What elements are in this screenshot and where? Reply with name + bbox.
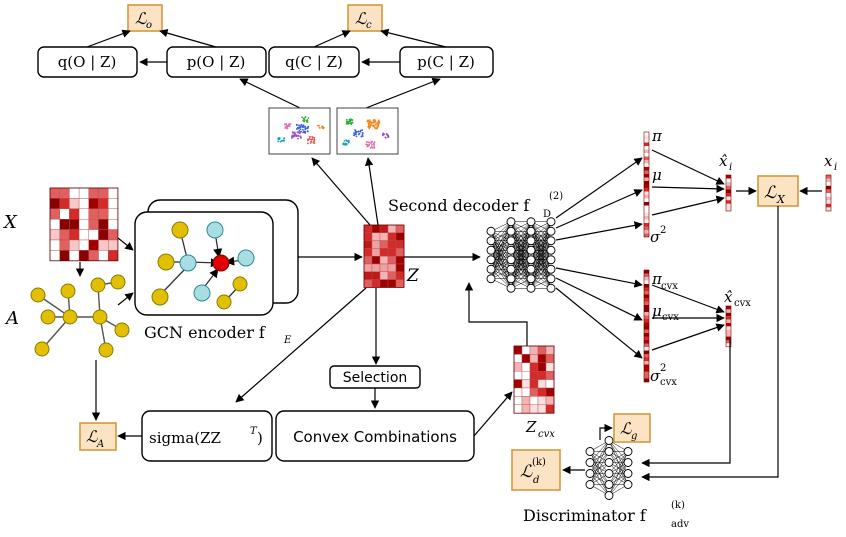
q-o-label: q(O | Z) (58, 53, 117, 71)
gcn-encoder-label: GCN encoder f (144, 323, 266, 342)
selection-label: Selection (343, 370, 408, 386)
sigma-sup: T (250, 426, 258, 437)
sigma2-cvx-label: σ (650, 367, 661, 385)
pi-label: π (651, 127, 663, 145)
arrow-z-plotR (364, 157, 379, 226)
label-x: X (2, 212, 18, 233)
loss-d-sup: (k) (532, 457, 546, 468)
label-zcvx-sub: cvx (538, 429, 555, 440)
sigma-close: ) (257, 429, 263, 447)
loss-d-box: ℒ d (k) (511, 449, 561, 491)
sigma2-cvx-sup: 2 (660, 363, 666, 374)
sigma-box: sigma(ZZ T ) (141, 410, 273, 462)
discriminator-network (585, 436, 633, 500)
p-o-box: p(O | Z) (166, 46, 267, 78)
convex-combinations-box: Convex Combinations (275, 410, 475, 462)
loss-c-box: ℒ c (347, 4, 383, 32)
loss-g-sub: g (631, 431, 637, 442)
loss-x-label: ℒ (764, 183, 777, 203)
sigma2-sup: 2 (660, 225, 666, 236)
mu-cvx-sub: cvx (662, 312, 679, 323)
arrow-embed-pc (365, 77, 441, 109)
discriminator-sup: (k) (671, 500, 685, 511)
embedding-plot-right (336, 107, 399, 155)
sigma2-cvx-sub: cvx (660, 377, 677, 388)
xi-sub: i (834, 162, 837, 173)
arrow-xcvx-discriminator (641, 340, 731, 468)
arrow-convex-zcvx (473, 391, 513, 437)
decoder-output-arrows (555, 157, 643, 359)
label-a: A (4, 308, 19, 329)
gcn-encoder: GCN encoder f E (134, 199, 299, 346)
latent-matrix-zcvx (513, 345, 555, 414)
output-bars (643, 131, 832, 383)
loss-g-label: ℒ (620, 419, 632, 438)
label-z: Z (406, 266, 420, 286)
arrow-z-sigma (235, 287, 367, 403)
embedding-plot-left (268, 107, 331, 155)
p-c-label: p(C | Z) (417, 53, 475, 71)
feature-matrix-x (49, 187, 119, 262)
convex-combinations-label: Convex Combinations (293, 428, 457, 446)
pi-cvx-sub: cvx (661, 281, 678, 292)
adjacency-graph-a (30, 274, 130, 358)
second-decoder-sub: D (543, 209, 551, 220)
gcn-encoder-sub: E (283, 335, 292, 346)
arrow-x-gcn (117, 237, 134, 251)
label-zcvx: Z (525, 418, 537, 436)
loss-o-box: ℒ o (127, 4, 163, 32)
arrow-qo-lo (86, 29, 131, 48)
xi-label: x (824, 152, 833, 170)
loss-o-sub: o (146, 20, 152, 31)
loss-d-label: ℒ (520, 462, 533, 482)
mu-label: μ (652, 166, 662, 184)
pi-cvx-label: π (651, 270, 663, 288)
loss-x-box: ℒ X (757, 175, 799, 207)
sigma-label: sigma(ZZ (149, 429, 221, 447)
latent-matrix-z (363, 224, 405, 288)
xhat-cvx-label: x̂ (724, 288, 733, 306)
sigma2-label: σ (650, 228, 661, 246)
loss-a-label: ℒ (86, 427, 98, 446)
second-decoder-network (486, 217, 556, 293)
mu-cvx-label: μ (652, 302, 662, 320)
loss-d-sub: d (533, 475, 539, 486)
q-c-label: q(C | Z) (285, 53, 343, 71)
xhat-label: x̂ (719, 152, 728, 170)
arrow-lx-discriminator (641, 206, 779, 482)
loss-c-label: ℒ (355, 9, 367, 28)
loss-x-sub: X (776, 193, 786, 206)
arrow-po-lo (159, 29, 217, 48)
discriminator-label: Discriminator f (523, 506, 647, 525)
loss-a-sub: A (96, 439, 104, 450)
loss-o-label: ℒ (135, 9, 147, 28)
arrow-pc-lc (380, 28, 447, 48)
q-o-box: q(O | Z) (37, 46, 138, 78)
p-o-label: p(O | Z) (187, 53, 246, 71)
xhat-cvx-sub: cvx (734, 298, 751, 309)
discriminator-sub: adv (671, 519, 689, 530)
arrow-qc-lc (313, 30, 351, 48)
arrow-zcvx-decoder (464, 282, 528, 346)
arrow-a-gcn (117, 292, 134, 306)
arrow-disc-lg (599, 423, 613, 440)
param-to-xhat-arrows (651, 149, 725, 351)
loss-g-box: ℒ g (613, 413, 651, 443)
arrow-embed-po (239, 78, 301, 109)
p-c-box: p(C | Z) (399, 46, 494, 78)
xhat-sub: i (729, 162, 732, 173)
loss-c-sub: c (366, 20, 372, 31)
q-c-box: q(C | Z) (268, 46, 360, 78)
second-decoder-label: Second decoder f (388, 196, 530, 215)
loss-a-box: ℒ A (79, 422, 117, 451)
selection-box: Selection (329, 365, 421, 389)
second-decoder-sup: (2) (549, 191, 563, 202)
arrow-z-plotL (311, 157, 371, 226)
